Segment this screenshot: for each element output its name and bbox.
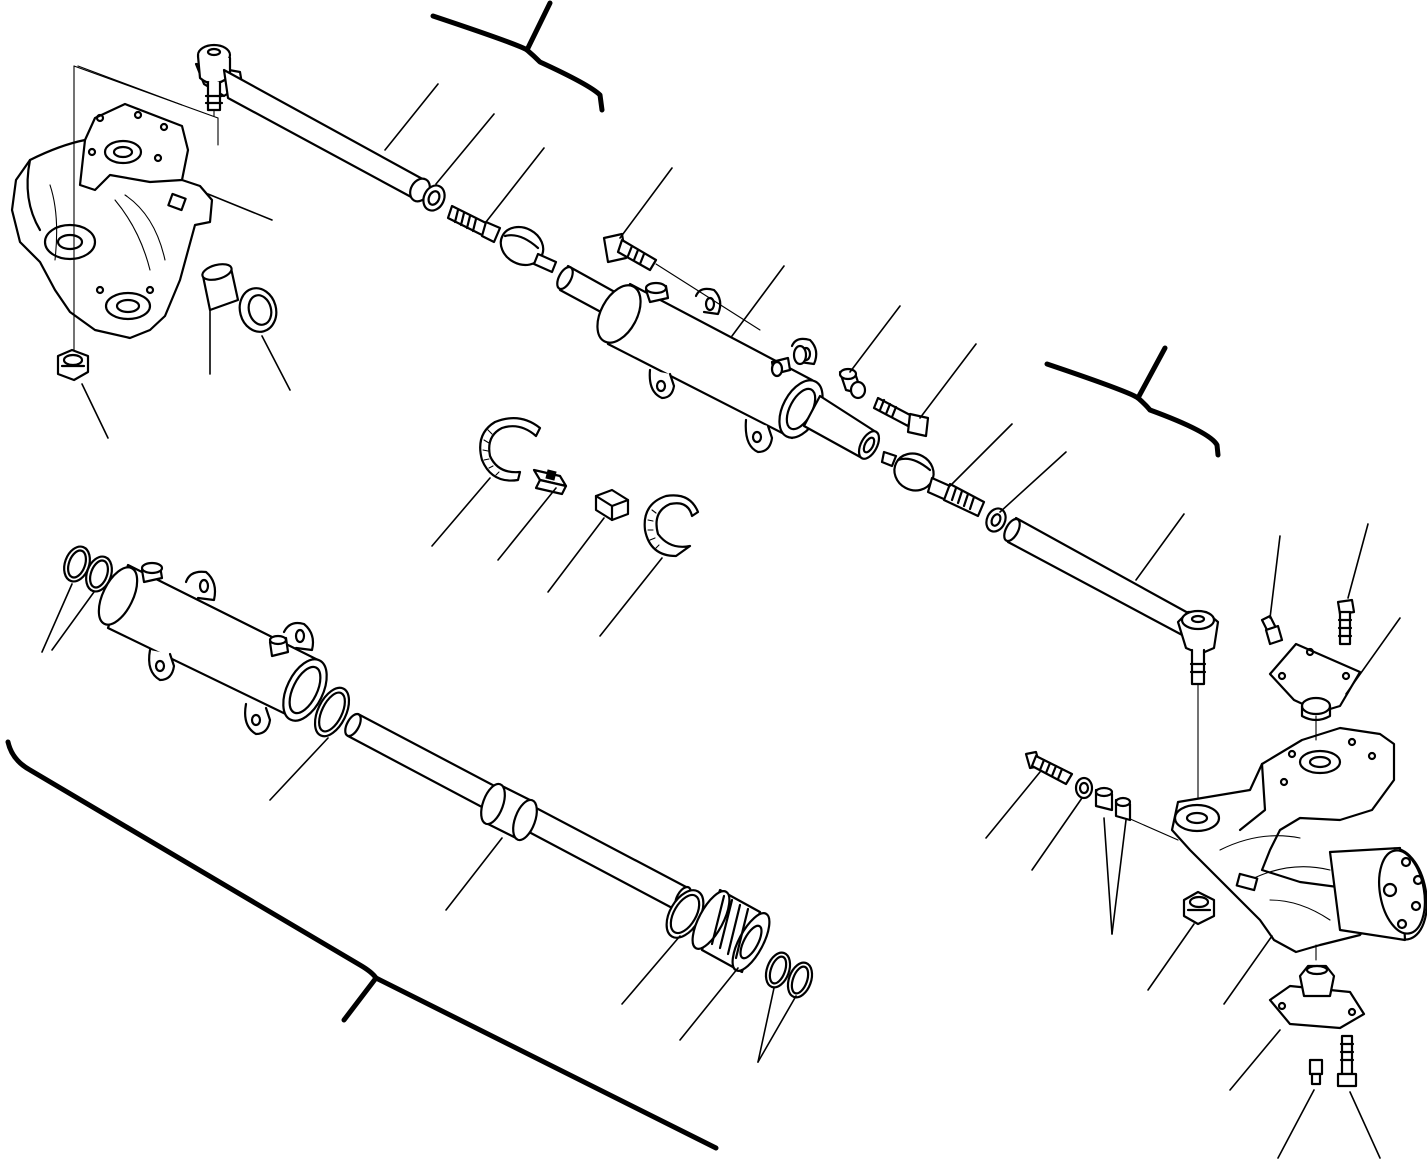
washer-right <box>1074 776 1094 800</box>
tie-rod-left <box>222 68 431 203</box>
brace-right <box>1044 345 1221 458</box>
lock-ring-left <box>422 184 446 212</box>
king-pin-cap-upper <box>1268 642 1362 722</box>
rod-guide <box>691 888 771 974</box>
cylinder-barrel-lower <box>97 561 328 736</box>
mounting-bolt-upper <box>602 232 761 331</box>
bolt-upper-right-cap <box>1336 598 1356 646</box>
inner-ball-joint-right <box>880 450 986 518</box>
inner-ball-joint-left <box>446 204 558 274</box>
piston-rod-upper-right <box>802 394 881 460</box>
bush-upper <box>838 367 867 400</box>
brace-bottom-left <box>5 739 719 1151</box>
left-steering-knuckle <box>10 102 214 340</box>
mounting-bolt-upper-right <box>872 396 930 438</box>
retaining-ring-upper <box>479 417 542 482</box>
grease-nipple-upper <box>1260 614 1284 646</box>
bolt-lower-cap <box>1336 1034 1358 1088</box>
leader-lines <box>41 83 1401 1159</box>
lock-ring-right <box>985 507 1007 533</box>
grease-nipple-lower <box>1308 1058 1324 1086</box>
right-steering-knuckle <box>1170 726 1427 954</box>
brace-top-left <box>430 0 605 113</box>
piston <box>480 782 538 842</box>
block-piece <box>594 488 630 522</box>
seal-ring-left <box>238 287 278 333</box>
key-piece <box>532 468 568 496</box>
leader-line-kingpin-left <box>73 65 219 351</box>
o-ring-pair-lower-right <box>764 951 814 999</box>
mounting-bolt-right <box>1024 750 1074 786</box>
o-ring-barrel <box>313 686 351 738</box>
o-ring-pair-upper-left <box>63 545 113 593</box>
king-pin-cap-lower <box>1268 964 1366 1030</box>
tie-rod-right <box>1003 516 1192 638</box>
bushes-right <box>1094 786 1132 822</box>
retaining-ring-lower <box>643 494 700 558</box>
cylinder-barrel-upper <box>596 281 824 454</box>
bush-left <box>201 263 240 312</box>
lock-nut-left <box>56 348 90 382</box>
tie-rod-end-right <box>1176 609 1220 811</box>
lock-nut-right <box>1182 890 1216 926</box>
washer-upper <box>770 344 808 378</box>
